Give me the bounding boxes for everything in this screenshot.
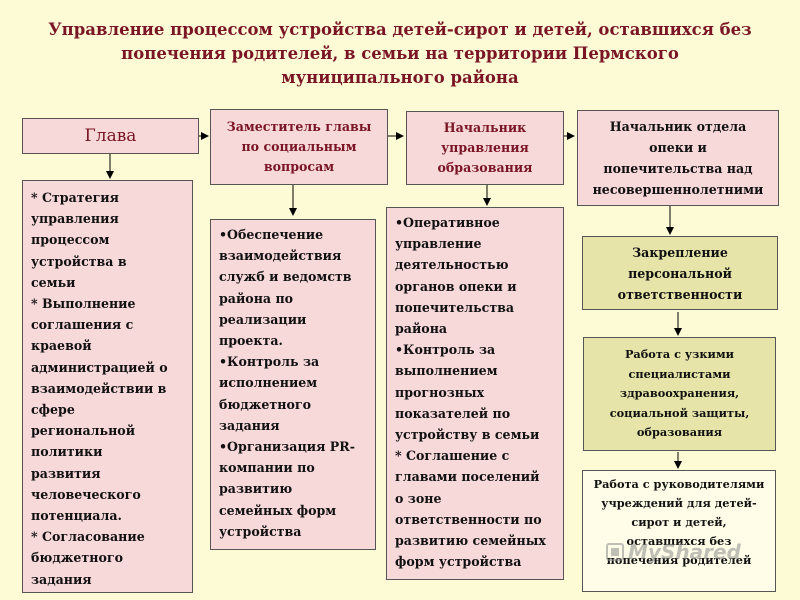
- title-line-2: попечения родителей, в семьи на территор…: [121, 44, 679, 63]
- education-duty-line: развитию семейных: [395, 533, 546, 549]
- glava-duty-line: человеческого: [31, 486, 141, 502]
- glava-duty-line: сфере: [31, 402, 75, 418]
- title-line-3: муниципального района: [281, 68, 519, 87]
- deputy-line: вопросам: [263, 159, 335, 174]
- glava-duty-line: управления: [31, 211, 119, 227]
- institution-managers-line: попечения родителей: [606, 553, 752, 567]
- specialists-work-line: специалистами: [628, 366, 731, 381]
- education-head-line: управления: [441, 140, 529, 155]
- department-head-line: опеки и: [649, 140, 707, 155]
- glava-duty-line: бюджетного: [31, 550, 123, 566]
- education-duty-line: главами поселений: [395, 469, 540, 485]
- glava-label: Глава: [84, 126, 137, 146]
- deputy-duty-line: служб и ведомств: [219, 269, 352, 285]
- deputy-duty-line: бюджетного: [219, 396, 311, 412]
- deputy-line: по социальным: [241, 139, 357, 154]
- deputy-duty-line: проекта.: [219, 333, 283, 349]
- deputy-duty-line: исполнением: [219, 375, 318, 391]
- glava-duty-line: соглашения с: [31, 317, 134, 333]
- specialists-work-box: Работа с узкими специалистами здравоохра…: [583, 337, 776, 451]
- education-duty-line: •Контроль за: [395, 342, 496, 358]
- education-duty-line: органов опеки и: [395, 278, 517, 294]
- deputy-duty-line: устройства: [219, 523, 302, 539]
- education-duty-line: выполнением: [395, 363, 498, 379]
- specialists-work-line: образования: [636, 425, 723, 440]
- deputy-duty-line: реализации: [219, 311, 307, 327]
- glava-box: Глава: [22, 118, 199, 154]
- deputy-box: Заместитель главы по социальным вопросам: [210, 109, 388, 185]
- deputy-duty-line: компании по: [219, 460, 315, 476]
- title-line-1: Управление процессом устройства детей-си…: [48, 20, 752, 39]
- institution-managers-line: сирот и детей,: [631, 515, 727, 529]
- education-duty-line: деятельностью: [395, 257, 509, 273]
- specialists-work-line: Работа с узкими: [624, 347, 735, 362]
- deputy-duties-box: •Обеспечение взаимодействия служб и ведо…: [210, 219, 376, 550]
- glava-duty-line: краевой: [31, 338, 92, 354]
- education-duty-line: прогнозных: [395, 384, 485, 400]
- department-head-line: попечительства над: [603, 161, 753, 176]
- personal-responsibility-line: персональной: [628, 265, 732, 281]
- deputy-duty-line: района по: [219, 290, 294, 306]
- education-duty-line: попечительства: [395, 299, 515, 315]
- institution-managers-work-box: Работа с руководителями учреждений для д…: [582, 470, 776, 592]
- education-duty-line: о зоне: [395, 490, 442, 506]
- glava-duty-line: региональной: [31, 423, 136, 439]
- education-duty-line: района: [395, 321, 448, 337]
- glava-duty-line: процессом: [31, 232, 110, 248]
- deputy-duty-line: •Обеспечение: [219, 227, 324, 242]
- education-duties-box: •Оперативное управление деятельностью ор…: [386, 207, 564, 580]
- department-head-line: несовершеннолетними: [592, 182, 764, 197]
- deputy-duty-line: развитию: [219, 481, 293, 497]
- education-duty-line: устройству в семьи: [395, 427, 540, 443]
- glava-duty-line: администрацией о: [31, 359, 168, 375]
- education-duty-line: управление: [395, 236, 482, 252]
- diagram-title: Управление процессом устройства детей-си…: [20, 18, 780, 90]
- department-head-box: Начальник отдела опеки и попечительства …: [577, 110, 779, 206]
- glava-duty-line: * Выполнение: [31, 296, 136, 312]
- institution-managers-line: учреждений для детей-: [601, 496, 757, 510]
- glava-duty-line: развития: [31, 465, 101, 481]
- education-head-box: Начальник управления образования: [406, 111, 564, 185]
- glava-duty-line: задания: [31, 571, 92, 587]
- glava-duty-line: взаимодействии в: [31, 380, 167, 396]
- specialists-work-line: здравоохранения,: [619, 386, 740, 401]
- institution-managers-line: оставшихся без: [626, 534, 732, 548]
- education-head-line: образования: [437, 160, 533, 175]
- deputy-duty-line: семейных форм: [219, 502, 337, 518]
- education-duty-line: •Оперативное: [395, 215, 500, 230]
- deputy-line: Заместитель главы: [226, 119, 372, 134]
- personal-responsibility-box: Закрепление персональной ответственности: [582, 236, 778, 310]
- education-duty-line: * Соглашение с: [395, 448, 510, 464]
- education-duty-line: форм устройства: [395, 554, 522, 570]
- department-head-line: Начальник отдела: [609, 119, 747, 134]
- glava-duty-line: устройства в: [31, 253, 127, 269]
- institution-managers-line: Работа с руководителями: [593, 477, 765, 491]
- personal-responsibility-line: Закрепление: [632, 244, 728, 260]
- deputy-duty-line: •Организация PR-: [219, 439, 355, 455]
- specialists-work-line: социальной защиты,: [609, 405, 750, 420]
- glava-duties-box: * Стратегия управления процессом устройс…: [22, 180, 193, 593]
- glava-duty-line: семьи: [31, 274, 76, 290]
- education-duty-line: ответственности по: [395, 511, 542, 527]
- deputy-duty-line: •Контроль за: [219, 354, 320, 370]
- deputy-duty-line: задания: [219, 417, 280, 433]
- education-duty-line: показателей по: [395, 405, 511, 421]
- glava-duty-line: * Стратегия: [31, 190, 119, 205]
- personal-responsibility-line: ответственности: [617, 286, 743, 302]
- glava-duty-line: * Согласование: [31, 529, 145, 545]
- deputy-duty-line: взаимодействия: [219, 248, 342, 264]
- glava-duty-line: политики: [31, 444, 103, 460]
- glava-duty-line: потенциала.: [31, 508, 122, 524]
- education-head-line: Начальник: [443, 120, 527, 135]
